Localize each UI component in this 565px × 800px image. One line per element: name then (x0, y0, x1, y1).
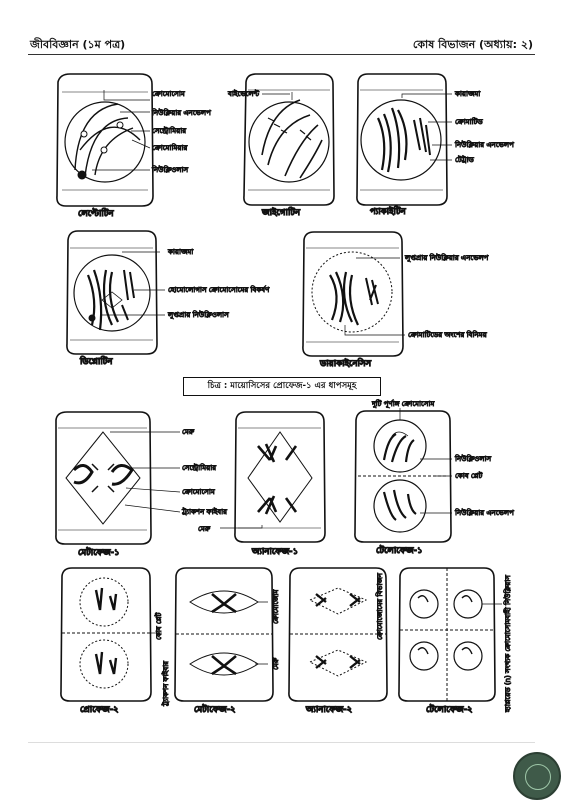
leptotene-label-chromomere: ক্রোমোমিয়ার (152, 144, 187, 152)
leptotene-label-nuclear-envelope: নিউক্লিয়ার এনভেলপ (151, 108, 211, 117)
pachytene-label-nuclear-envelope: নিউক্লিয়ার এনভেলপ (454, 140, 514, 149)
pachytene-title: প্যাকাইটিন (370, 204, 407, 217)
diplotene-label-nucleolus: লুপ্তপ্রায় নিউক্লিওলাস (167, 310, 229, 319)
metaphase1-label-traction-fiber: ট্র্যাকশন ফাইবার (181, 507, 227, 516)
footer-divider (28, 742, 535, 743)
prophase2-title: প্রোফেজ-২ (80, 705, 119, 715)
anaphase2-label-division: ক্রোমোজোমের বিভাজন (376, 572, 384, 640)
leptotene-pointers (92, 90, 151, 171)
telophase1-cell (354, 410, 452, 543)
pachytene-label-tetrad: টেট্রাড (455, 155, 475, 164)
metaphase2-title: মেটাফেজ-২ (194, 702, 236, 715)
telophase2-label-haploid-nucleus: হ্যাপ্লয়েড (n) সংখ্যক ক্রোমোসোমবাহী নিউ… (503, 575, 512, 713)
leptotene-label-centromere: সেন্ট্রোমিয়ার (152, 127, 186, 135)
metaphase1-cell (55, 411, 152, 545)
pachytene-label-chiasma: কায়াজমা (454, 90, 481, 98)
metaphase1-label-chromosome: ক্রোমোসোম (182, 488, 215, 496)
telophase1-label-nucleolus: নিউক্লিওলাস (454, 454, 492, 463)
telophase1-label-two-chromosomes: দুটি পূর্ণাঙ্গ ক্রোমোসোম (371, 399, 435, 408)
telophase2-cell (398, 567, 496, 702)
diplotene-title: ডিপ্লোটিন (79, 354, 113, 367)
book-seal-icon (513, 752, 561, 800)
pachytene-label-chromatid: ক্রোমাটিড (455, 117, 483, 126)
diakinesis-label-crossing-over: ক্রোমাটিডের অংশের বিনিময় (408, 330, 488, 339)
zygotene-cell (243, 73, 335, 206)
diplotene-label-chiasma: কায়াজমা (167, 248, 194, 256)
diakinesis-label-envelope: লুপ্তপ্রায় নিউক্লিয়ার এনভেলপ (404, 253, 489, 262)
figure-caption: চিত্র : মায়োসিসের প্রোফেজ-১ এর ধাপসমূহ (183, 377, 381, 396)
pachytene-cell (356, 73, 448, 206)
metaphase2-label-chromosome: ক্রোমোজোম (272, 589, 280, 624)
diakinesis-cell (302, 231, 404, 357)
diakinesis-title: ডায়াকাইনেসিস (319, 357, 373, 369)
diplotene-label-repulsion: হোমোলোগাস ক্রোমোসোমের বিকর্ষণ (168, 286, 270, 294)
anaphase2-title: অ্যানাফেজ-২ (305, 705, 353, 715)
leptotene-title: লেপ্টোটিন (78, 206, 114, 219)
anaphase2-cell (288, 567, 388, 702)
zygotene-title: জাইগোটিন (261, 205, 301, 218)
leptotene-cell (56, 73, 154, 207)
header-right-title: কোষ বিভাজন (অধ্যায়: ২) (412, 38, 533, 51)
metaphase1-label-centromere: সেন্ট্রোমিয়ার (182, 464, 216, 472)
metaphase2-cell (174, 567, 274, 702)
prophase2-label-cell-plate: কোষ প্লেট (154, 613, 163, 640)
zygotene-label-bivalent: বাইভেলেন্ট (227, 90, 260, 98)
telophase1-label-nuclear-envelope: নিউক্লিয়ার এনভেলপ (454, 508, 514, 517)
leptotene-label-chromosome: ক্রোমোসোম (152, 90, 185, 98)
telophase1-label-cell-plate: কোষ প্লেট (455, 471, 482, 480)
metaphase1-title: মেটাফেজ-১ (78, 545, 120, 558)
prophase2-label-traction-fiber: ট্র্যাকশন ফাইবার (161, 661, 170, 707)
header-divider (28, 54, 535, 55)
diplotene-cell (66, 230, 158, 355)
metaphase2-label-pole: মেরু (272, 657, 280, 670)
metaphase1-label-pole: মেরু (182, 428, 195, 436)
header-left-title: জীববিজ্ঞান (১ম পত্র) (30, 38, 126, 51)
leptotene-label-nucleolus: নিউক্লিওলাস (151, 165, 189, 174)
anaphase1-label-pole: মেরু (198, 525, 211, 533)
telophase2-title: টেলোফেজ-২ (426, 702, 473, 715)
telophase1-title: টেলোফেজ-১ (376, 543, 423, 556)
anaphase1-cell (234, 411, 326, 543)
anaphase1-title: অ্যানাফেজ-১ (251, 547, 298, 557)
prophase2-cell (60, 567, 152, 702)
